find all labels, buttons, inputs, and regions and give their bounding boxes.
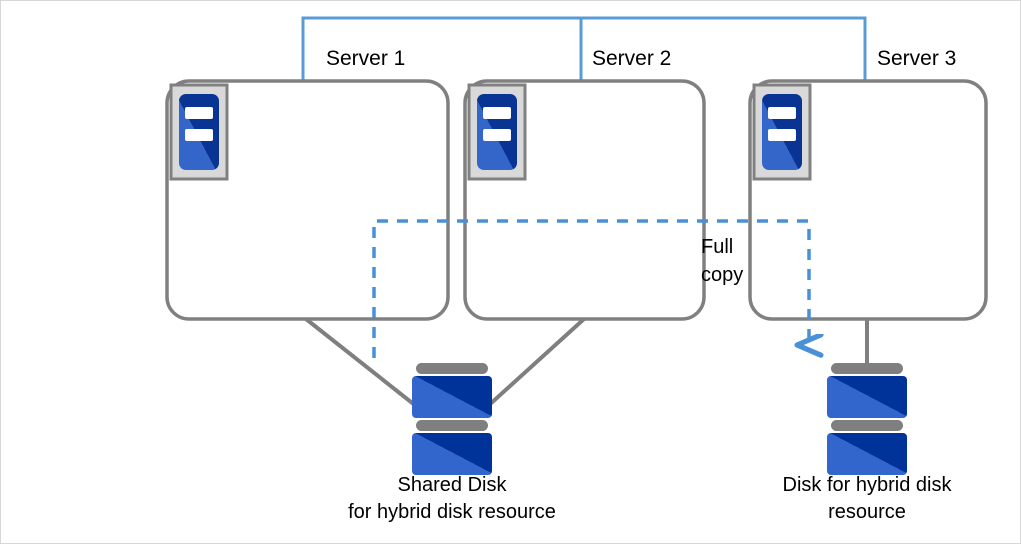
server-icon	[169, 83, 229, 181]
disk-icon	[827, 363, 907, 475]
server-1-label: Server 1	[326, 47, 405, 70]
shared-disk-label-line1: Shared Disk	[398, 474, 508, 496]
hybrid-disk-label-line1: Disk for hybrid disk	[783, 474, 953, 496]
disk-connectors	[304, 317, 869, 408]
disk-icon	[412, 363, 492, 475]
server-box-2[interactable]: Server 2	[463, 47, 706, 321]
hybrid-disk[interactable]: Disk for hybrid disk resource	[783, 363, 953, 523]
network-interconnect	[301, 16, 867, 81]
shared-disk-label-line2: for hybrid disk resource	[348, 501, 556, 523]
network-bus-line	[301, 16, 867, 81]
full-copy-path: Full copy	[372, 219, 809, 358]
server-1-body	[165, 79, 450, 321]
server-3-label: Server 3	[877, 47, 956, 70]
hybrid-disk-label-line2: resource	[828, 501, 906, 523]
full-copy-label-line2: copy	[701, 264, 743, 286]
server-2-label: Server 2	[592, 47, 671, 70]
full-copy-label-line1: Full	[701, 236, 733, 258]
server-icon	[467, 83, 527, 181]
connector-server1-shared-disk	[304, 317, 418, 408]
connector-server2-shared-disk	[486, 317, 586, 408]
server-box-1[interactable]: Server 1	[165, 47, 450, 321]
full-copy-arrow	[372, 219, 809, 358]
server-icon	[752, 83, 812, 181]
shared-disk[interactable]: Shared Disk for hybrid disk resource	[348, 363, 556, 523]
server-box-3[interactable]: Server 3	[748, 47, 988, 321]
